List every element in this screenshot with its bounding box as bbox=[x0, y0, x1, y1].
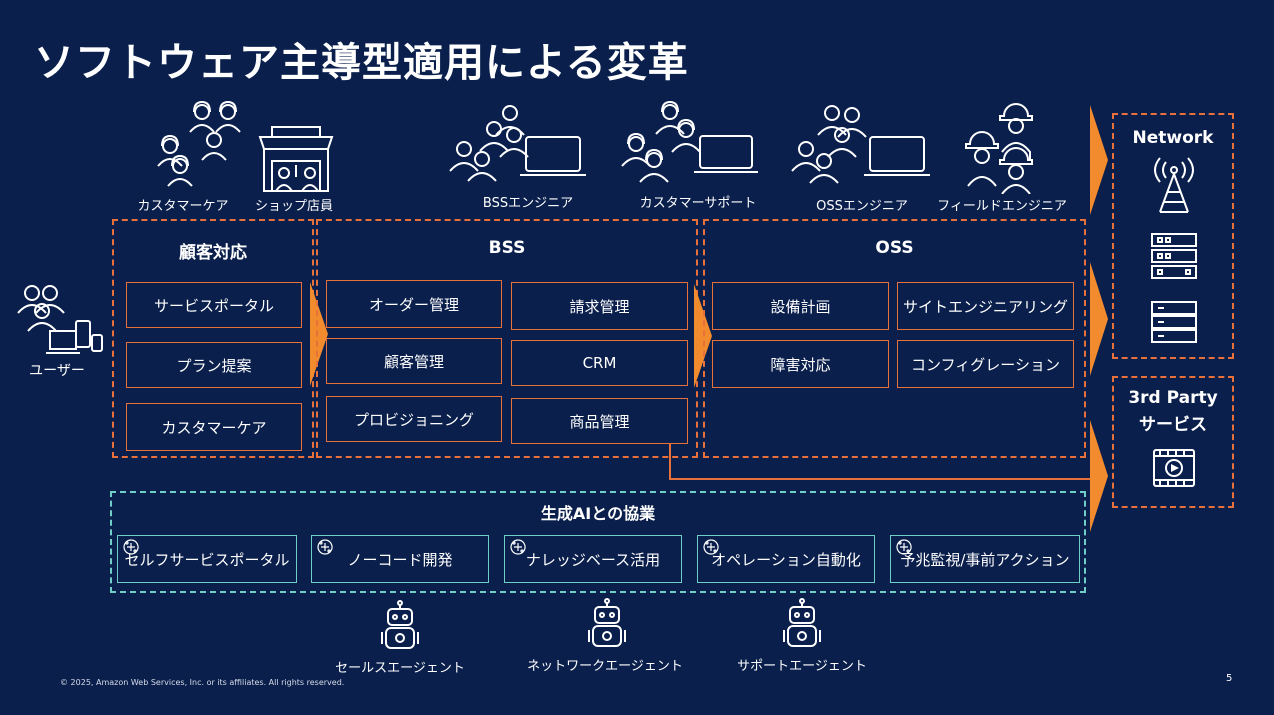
ai-brain-icon bbox=[895, 538, 913, 560]
page-number: 5 bbox=[1226, 673, 1233, 684]
genai-item-predictive-monitoring: 予兆監視/事前アクション bbox=[890, 535, 1080, 583]
facility-planning-box: 設備計画 bbox=[712, 282, 889, 330]
genai-item-label: ナレッジベース活用 bbox=[525, 550, 661, 569]
service-portal-box: サービスポータル bbox=[126, 282, 302, 328]
page-title: ソフトウェア主導型適用による変革 bbox=[34, 40, 689, 86]
sales-agent-robot-icon bbox=[380, 600, 420, 654]
shop-icon bbox=[258, 125, 334, 193]
oss-engineer-icon bbox=[790, 103, 930, 185]
agent-sales-label: セールスエージェント bbox=[335, 661, 465, 676]
ai-brain-icon bbox=[702, 538, 720, 560]
customer-care-box: カスタマーケア bbox=[126, 403, 302, 451]
copyright-footer: © 2025, Amazon Web Services, Inc. or its… bbox=[60, 678, 345, 687]
ai-brain-icon bbox=[509, 538, 527, 560]
genai-section-title: 生成AIとの協業 bbox=[540, 504, 656, 523]
genai-item-label: オペレーション自動化 bbox=[711, 550, 861, 569]
plan-proposal-box: プラン提案 bbox=[126, 342, 302, 388]
bss-engineer-icon bbox=[448, 103, 588, 185]
configuration-box: コンフィグレーション bbox=[897, 340, 1074, 388]
genai-item-no-code: ノーコード開発 bbox=[311, 535, 489, 583]
oss-section-title: OSS bbox=[875, 238, 914, 258]
order-management-box: オーダー管理 bbox=[326, 280, 502, 328]
storage-icon bbox=[1150, 298, 1198, 346]
customer-care-icon bbox=[152, 100, 248, 190]
role-customer-care-label: カスタマーケア bbox=[137, 199, 229, 214]
role-bss-engineer-label: BSSエンジニア bbox=[482, 196, 574, 211]
customer-support-icon bbox=[620, 100, 760, 186]
network-agent-robot-icon bbox=[587, 598, 627, 652]
user-label: ユーザー bbox=[29, 363, 85, 379]
billing-management-box: 請求管理 bbox=[511, 282, 688, 330]
customer-management-box: 顧客管理 bbox=[326, 338, 502, 384]
network-panel bbox=[1112, 113, 1234, 359]
genai-item-self-service-portal: セルフサービスポータル bbox=[117, 535, 297, 583]
support-agent-robot-icon bbox=[782, 598, 822, 652]
third-party-title-line1: 3rd Party bbox=[1128, 388, 1218, 408]
bss-section-title: BSS bbox=[488, 238, 526, 258]
genai-item-knowledge-base: ナレッジベース活用 bbox=[504, 535, 682, 583]
ai-brain-icon bbox=[122, 538, 140, 560]
role-shop-staff-label: ショップ店員 bbox=[254, 199, 333, 214]
arrow-customer-to-bss bbox=[310, 282, 330, 390]
arrow-to-network-top bbox=[1090, 105, 1110, 219]
genai-item-label: セルフサービスポータル bbox=[124, 550, 290, 569]
connector-bss-to-third-party bbox=[668, 444, 1108, 488]
genai-item-operations-automation: オペレーション自動化 bbox=[697, 535, 875, 583]
cell-tower-icon bbox=[1152, 156, 1196, 214]
product-management-box: 商品管理 bbox=[511, 398, 688, 444]
agent-support-label: サポートエージェント bbox=[737, 659, 867, 674]
third-party-panel bbox=[1112, 376, 1234, 508]
arrow-to-third-party bbox=[1090, 420, 1110, 536]
role-oss-engineer-label: OSSエンジニア bbox=[816, 199, 908, 214]
field-engineer-icon bbox=[964, 100, 1036, 194]
network-title: Network bbox=[1132, 128, 1214, 148]
agent-network-label: ネットワークエージェント bbox=[527, 659, 683, 674]
third-party-title-line2: サービス bbox=[1139, 415, 1207, 435]
customer-section-title: 顧客対応 bbox=[179, 243, 247, 263]
user-devices-icon bbox=[12, 283, 108, 355]
server-rack-icon bbox=[1150, 232, 1198, 280]
genai-item-label: 予兆監視/事前アクション bbox=[900, 550, 1070, 569]
role-field-engineer-label: フィールドエンジニア bbox=[937, 199, 1067, 214]
role-customer-support-label: カスタマーサポート bbox=[639, 196, 757, 211]
genai-section bbox=[110, 491, 1086, 593]
crm-box: CRM bbox=[511, 340, 688, 386]
arrow-to-network-bottom bbox=[1090, 262, 1110, 380]
ai-brain-icon bbox=[316, 538, 334, 560]
incident-response-box: 障害対応 bbox=[712, 340, 889, 388]
genai-item-label: ノーコード開発 bbox=[347, 550, 453, 569]
oss-section bbox=[703, 219, 1086, 458]
site-engineering-box: サイトエンジニアリング bbox=[897, 282, 1074, 330]
provisioning-box: プロビジョニング bbox=[326, 396, 502, 442]
video-play-icon bbox=[1152, 446, 1196, 490]
